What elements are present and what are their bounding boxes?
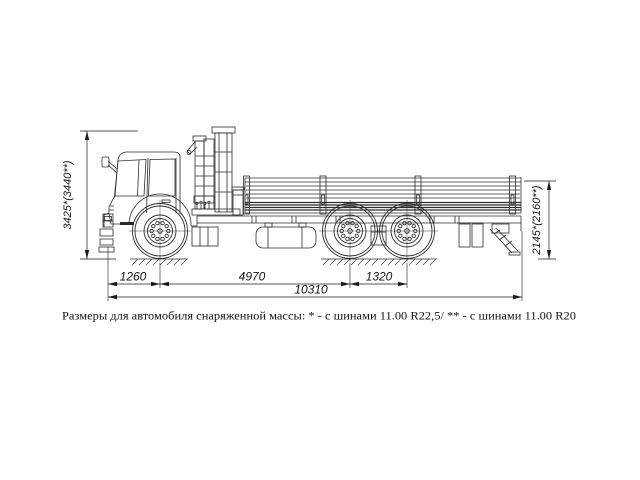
front-wheel: [128, 199, 192, 263]
crane-manipulator: [186, 126, 241, 216]
dimension-annotations: 3425*(3440**) 2145*(2160**) 1260 4970 13…: [62, 130, 556, 301]
rear-mudguards: [457, 222, 484, 248]
cab: [98, 151, 198, 253]
stake-post: [243, 175, 250, 215]
mirror: [101, 156, 110, 168]
rear-wheel-2: [375, 199, 439, 263]
door-handle: [161, 199, 171, 203]
dim-overall-length: 10310: [108, 283, 522, 300]
dim-front-overhang: 1260: [108, 270, 160, 287]
dim-label-overall-length: 10310: [294, 283, 328, 297]
dim-label-wheelbase: 4970: [239, 270, 266, 284]
stake-post: [414, 175, 422, 215]
dim-label-rear-platform-height: 2145*(2160**): [531, 185, 543, 255]
battery-box: [370, 225, 387, 246]
truck-side-view: [98, 126, 522, 266]
windshield: [114, 159, 147, 197]
dim-rear-platform-height: 2145*(2160**): [524, 180, 556, 260]
cargo-platform: [243, 175, 522, 215]
dim-wheelbase: 4970: [160, 270, 350, 287]
crane-hook-jib: [186, 141, 198, 155]
dim-label-overall-height: 3425*(3440**): [62, 160, 74, 229]
stake-post: [509, 175, 516, 215]
fuel-tank: [255, 222, 317, 249]
front-wheel-arch: [128, 193, 192, 227]
rear-wheel-1: [318, 199, 382, 263]
dim-extension-lines: [107, 231, 523, 301]
dim-rear-bogie-base: 1320: [350, 270, 407, 287]
exhaust-stack: [231, 186, 245, 216]
cab-badge: [120, 222, 134, 225]
crane-base: [191, 208, 241, 216]
drawing-caption: Размеры для автомобиля снаряженной массы…: [62, 311, 576, 323]
door-window: [148, 158, 176, 197]
stake-post: [319, 175, 327, 215]
dim-label-front-overhang: 1260: [120, 270, 147, 284]
dim-overall-height: 3425*(3440**): [62, 130, 138, 260]
ground-hatching: [129, 258, 438, 266]
toolbox: [191, 226, 219, 247]
rear-ladder: [489, 223, 521, 256]
dim-label-rear-bogie-base: 1320: [366, 270, 393, 284]
